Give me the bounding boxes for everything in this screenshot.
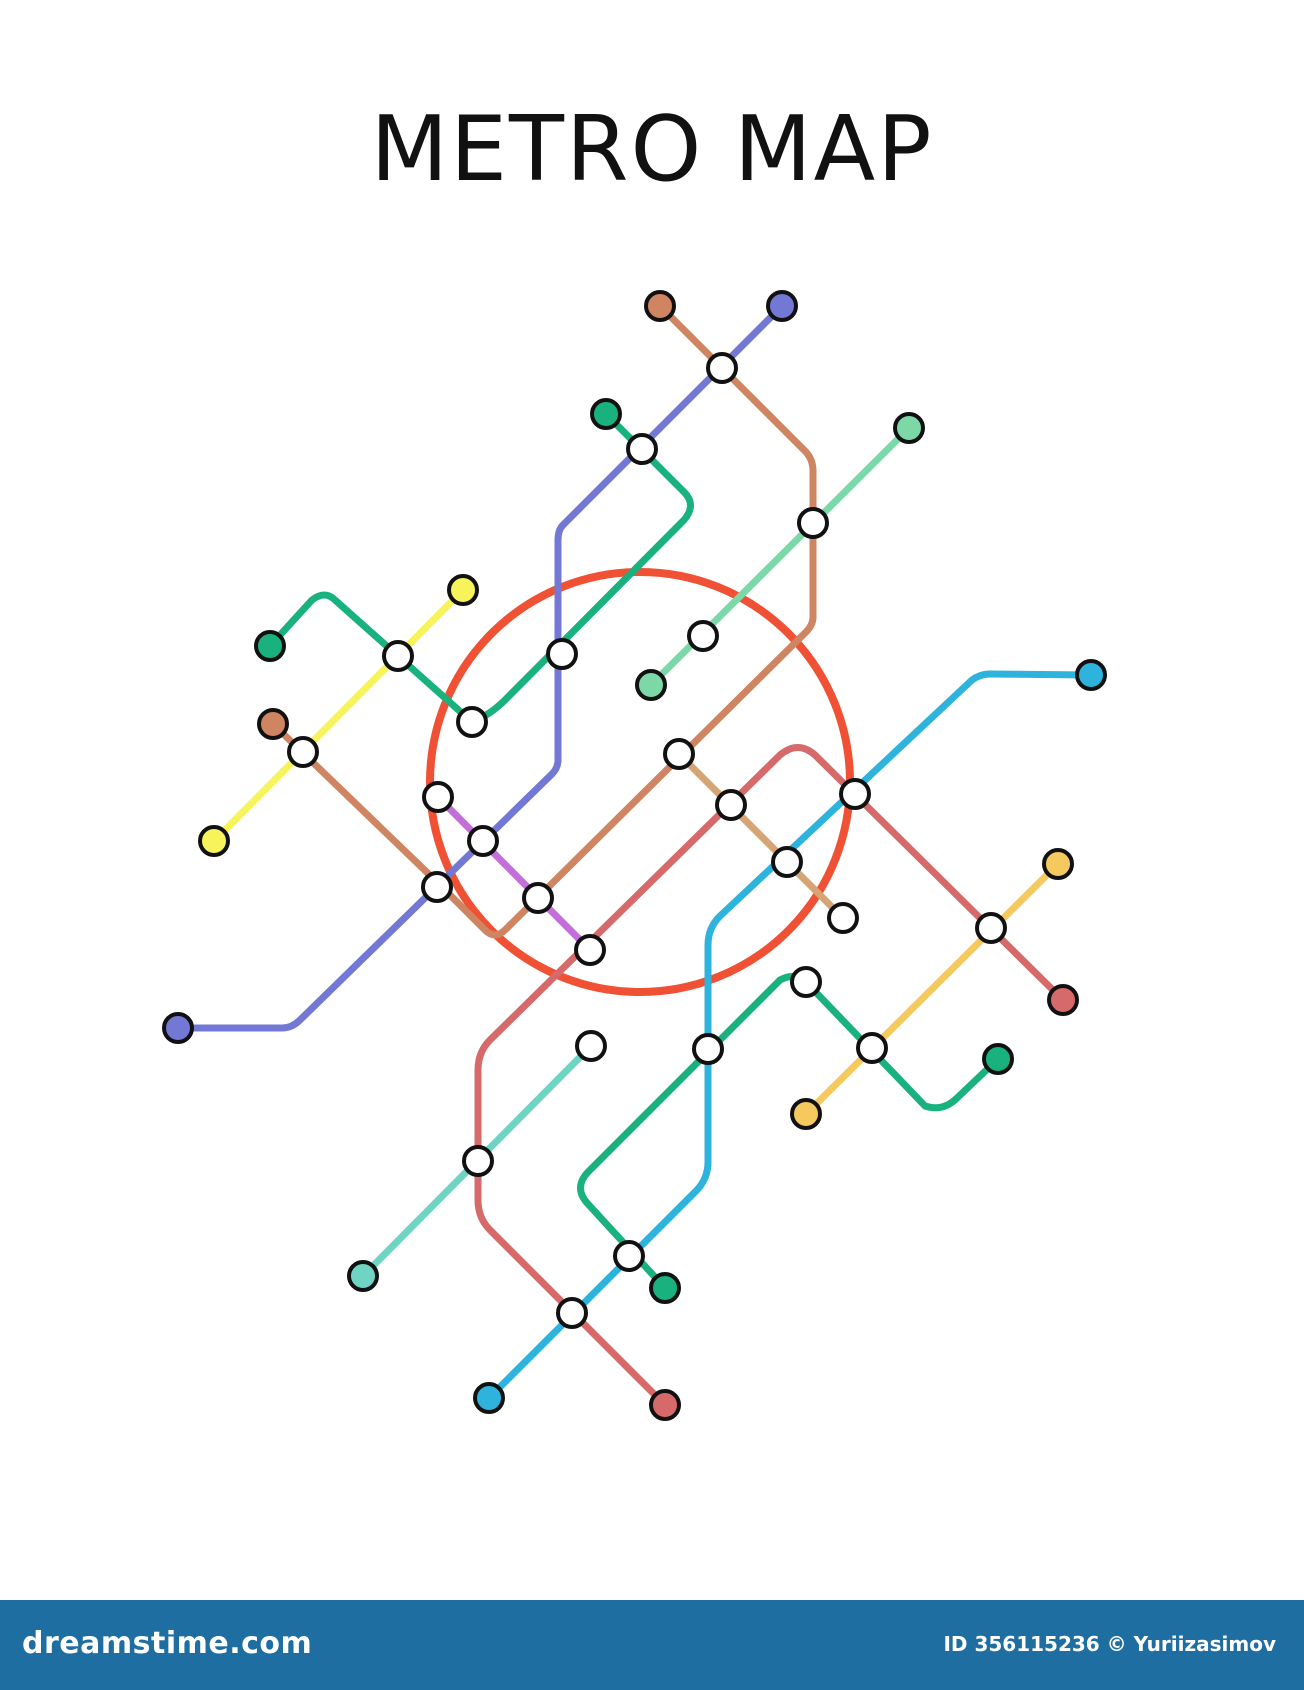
terminal-station[interactable] xyxy=(257,708,289,740)
terminal-station[interactable] xyxy=(447,574,479,606)
station[interactable] xyxy=(613,1240,645,1272)
station[interactable] xyxy=(706,352,738,384)
terminal-station[interactable] xyxy=(1042,848,1074,880)
station[interactable] xyxy=(626,433,658,465)
terminal-station[interactable] xyxy=(790,1098,822,1130)
station[interactable] xyxy=(421,871,453,903)
terminal-station[interactable] xyxy=(1047,984,1079,1016)
terminal-station[interactable] xyxy=(982,1043,1014,1075)
station[interactable] xyxy=(546,638,578,670)
footer-bar: dreamstime.com ID 356115236 © Yuriizasim… xyxy=(0,1600,1304,1690)
terminal-station[interactable] xyxy=(198,825,230,857)
green-line-north xyxy=(266,410,694,726)
station[interactable] xyxy=(456,706,488,738)
station[interactable] xyxy=(771,846,803,878)
terminal-station[interactable] xyxy=(1075,659,1107,691)
station[interactable] xyxy=(663,738,695,770)
mint-line xyxy=(647,424,913,689)
terminal-station[interactable] xyxy=(635,669,667,701)
terminal-station[interactable] xyxy=(766,290,798,322)
terminal-station[interactable] xyxy=(162,1012,194,1044)
terminal-station[interactable] xyxy=(644,290,676,322)
red-line xyxy=(474,744,1067,1409)
station[interactable] xyxy=(692,1033,724,1065)
terminal-station[interactable] xyxy=(473,1382,505,1414)
terminal-station[interactable] xyxy=(649,1272,681,1304)
metro-map xyxy=(162,290,1107,1421)
station[interactable] xyxy=(422,781,454,813)
station[interactable] xyxy=(856,1032,888,1064)
tan-line xyxy=(675,750,847,922)
blue-line xyxy=(174,302,786,1032)
station[interactable] xyxy=(574,934,606,966)
cyan-line xyxy=(485,670,1095,1402)
station[interactable] xyxy=(797,507,829,539)
station[interactable] xyxy=(382,640,414,672)
orange-line xyxy=(802,860,1062,1118)
station[interactable] xyxy=(790,966,822,998)
terminal-station[interactable] xyxy=(893,412,925,444)
terminal-station[interactable] xyxy=(649,1389,681,1421)
yellow-line xyxy=(210,586,467,845)
station[interactable] xyxy=(522,882,554,914)
footer-brand[interactable]: dreamstime.com xyxy=(22,1626,313,1661)
station[interactable] xyxy=(287,736,319,768)
station[interactable] xyxy=(715,789,747,821)
station[interactable] xyxy=(467,825,499,857)
map-title: METRO MAP xyxy=(370,97,934,202)
terminal-station[interactable] xyxy=(347,1260,379,1292)
terminal-station[interactable] xyxy=(254,630,286,662)
station[interactable] xyxy=(462,1145,494,1177)
terminal-station[interactable] xyxy=(590,398,622,430)
brown-line xyxy=(269,302,817,939)
station[interactable] xyxy=(839,778,871,810)
purple-line xyxy=(434,793,594,954)
station[interactable] xyxy=(827,902,859,934)
station[interactable] xyxy=(975,912,1007,944)
footer-image-id: ID 356115236 © Yuriizasimov xyxy=(943,1632,1276,1656)
ring-line xyxy=(426,568,854,996)
station[interactable] xyxy=(687,620,719,652)
station[interactable] xyxy=(556,1297,588,1329)
station[interactable] xyxy=(575,1030,607,1062)
